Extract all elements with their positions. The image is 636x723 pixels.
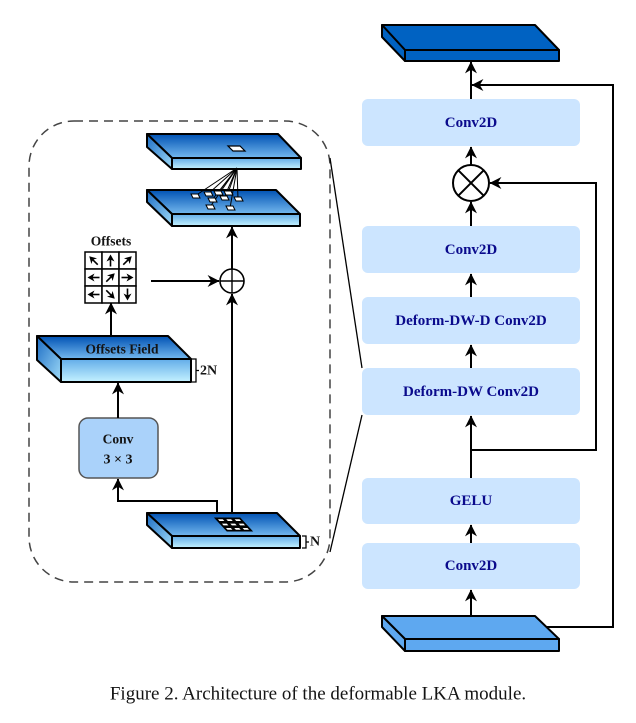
sampling-point xyxy=(205,204,216,210)
add-icon xyxy=(219,268,245,294)
offset-arrow-icon xyxy=(87,290,100,299)
sampling-point xyxy=(213,190,224,196)
sampling-line xyxy=(194,167,238,197)
residual-skip-connection xyxy=(471,79,614,628)
offset-arrow-icon xyxy=(105,273,115,283)
deformable-sampling-fan xyxy=(190,167,244,211)
offset-arrow-icon xyxy=(122,256,132,266)
block-conv2d-mid[interactable]: Conv2D xyxy=(362,226,580,273)
offset-arrow-icon xyxy=(106,254,115,267)
conv-kernel-label: 3 × 3 xyxy=(104,453,133,468)
output-tensor-front-face xyxy=(404,49,560,62)
kernel-cell xyxy=(225,527,233,530)
kernel-grid-icon xyxy=(213,517,254,532)
kernel-cell xyxy=(221,523,229,526)
block-conv2d-in[interactable]: Conv2D xyxy=(362,543,580,589)
kernel-cell xyxy=(238,523,246,526)
deformed-output-map xyxy=(146,133,302,170)
element-wise-multiply-icon xyxy=(452,164,490,202)
detail-input-map xyxy=(146,512,301,549)
block-label: Deform-DW-D Conv2D xyxy=(395,313,547,329)
channel-bracket-2n xyxy=(192,358,199,383)
sampling-line xyxy=(207,167,238,195)
input-tensor-front-face xyxy=(404,638,560,652)
detail-dashed-frame xyxy=(28,120,331,583)
offsets-field-channels: 2N xyxy=(200,364,217,379)
block-label: Conv2D xyxy=(445,242,498,258)
kernel-cell xyxy=(217,519,225,522)
offset-arrow-icon xyxy=(123,288,132,301)
input-feature-map xyxy=(381,615,560,652)
conv-3x3-box[interactable]: Conv 3 × 3 xyxy=(78,417,159,479)
sampling-point xyxy=(190,193,201,199)
offsets-field: Offsets Field xyxy=(36,335,192,383)
sampling-point xyxy=(233,196,244,202)
sampling-line xyxy=(229,167,238,209)
block-label: Conv2D xyxy=(445,115,498,131)
offsets-grid xyxy=(84,251,137,304)
figure-caption: Figure 2. Architecture of the deformable… xyxy=(110,684,526,705)
zoom-connector-bottom xyxy=(329,414,363,553)
sampling-point xyxy=(207,197,218,203)
attention-branch-arrow xyxy=(471,177,597,451)
block-deform-dw-d-conv2d[interactable]: Deform-DW-D Conv2D xyxy=(362,297,580,344)
zoom-connector-top xyxy=(329,157,363,369)
sampling-point xyxy=(223,190,234,196)
sampling-point xyxy=(219,195,230,201)
channel-bracket-n xyxy=(302,535,309,549)
offset-arrow-icon xyxy=(87,273,100,282)
offsets-field-label: Offsets Field xyxy=(85,342,159,357)
block-deform-dw-conv2d[interactable]: Deform-DW Conv2D xyxy=(362,368,580,415)
kernel-cell xyxy=(242,527,250,530)
block-label: Deform-DW Conv2D xyxy=(403,384,539,400)
kernel-cell xyxy=(230,523,237,526)
offset-arrow-icon xyxy=(121,273,134,282)
block-label: Conv2D xyxy=(445,558,498,574)
kernel-cell xyxy=(234,527,241,530)
arrow-input-to-conv xyxy=(112,478,218,513)
sampling-point xyxy=(225,205,236,211)
deformable-conv-detail: Offsets Offsets Field 2N Conv 3 × 3 N xyxy=(28,120,363,583)
kernel-cell xyxy=(226,519,233,522)
conv-label: Conv xyxy=(103,432,134,447)
sampling-point xyxy=(203,191,214,197)
kernel-cell xyxy=(234,519,242,522)
offset-arrow-icon xyxy=(89,256,99,266)
offset-arrow-icon xyxy=(105,289,115,299)
input-channels: N xyxy=(310,535,320,550)
output-location-marker xyxy=(226,145,247,152)
sampling-line xyxy=(236,167,239,200)
main-pipeline: Conv2D Conv2D Deform-DW-D Conv2D Deform-… xyxy=(362,24,614,652)
output-tensor-top-face xyxy=(381,24,560,51)
output-feature-map xyxy=(381,24,560,62)
block-gelu[interactable]: GELU xyxy=(362,478,580,524)
offsets-label: Offsets xyxy=(91,234,132,249)
block-label: GELU xyxy=(450,493,493,509)
input-tensor-top-face xyxy=(381,615,560,640)
block-conv2d-out[interactable]: Conv2D xyxy=(362,99,580,146)
sampling-map xyxy=(146,167,301,227)
